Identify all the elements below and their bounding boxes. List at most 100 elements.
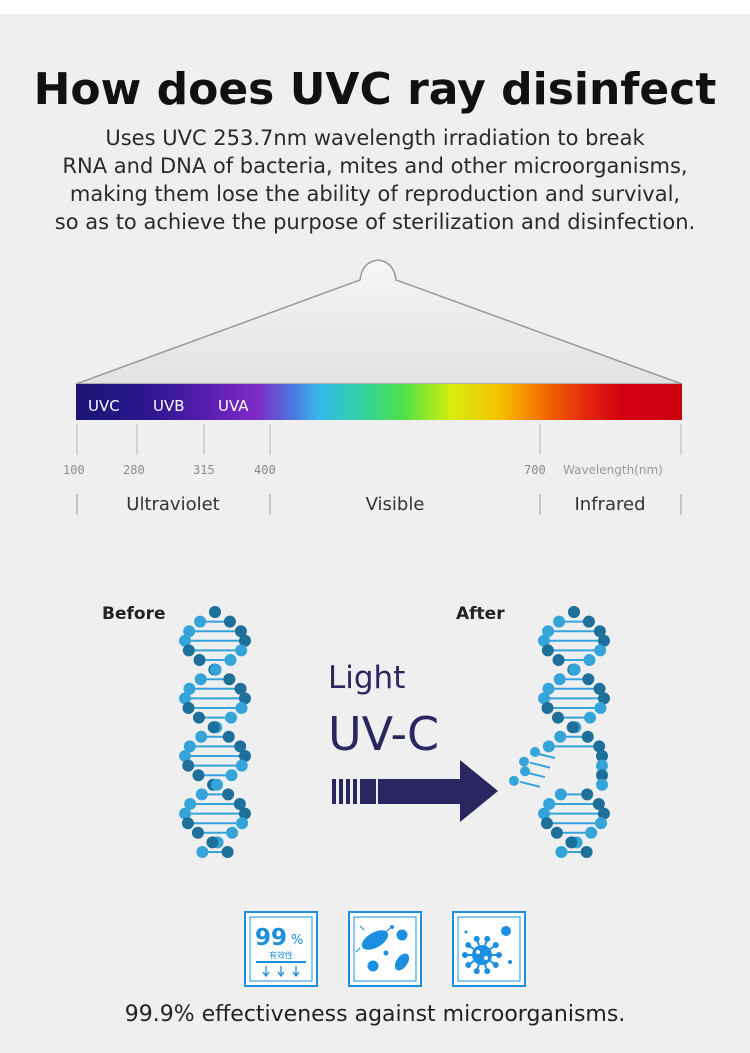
dna-node: [552, 654, 565, 666]
before-label: Before: [102, 604, 165, 624]
dna-node: [594, 644, 607, 657]
bacteria-icon: [348, 911, 422, 987]
dna-node: [225, 769, 238, 782]
dna-node: [593, 740, 606, 753]
region-visible: Visible: [366, 494, 425, 515]
99-percent-effective-icon: 99 % 有效性: [244, 911, 318, 987]
dna-node: [209, 606, 221, 618]
virus-spike-tip: [465, 961, 472, 968]
virus-spike-tip: [484, 968, 491, 975]
dna-node: [597, 634, 610, 647]
dna-node: [234, 682, 247, 695]
dna-node: [585, 826, 598, 839]
dna-node: [238, 634, 251, 647]
top-band: [0, 0, 750, 14]
dna-node: [238, 807, 251, 820]
broken-dna-node: [530, 747, 540, 757]
dna-node: [593, 625, 606, 638]
dna-node: [596, 750, 608, 762]
dna-node: [222, 788, 235, 801]
dna-node: [583, 654, 596, 666]
broken-dna-fragment: [519, 780, 541, 788]
badge-unit: %: [291, 933, 303, 948]
dna-node: [541, 644, 554, 657]
dna-node: [554, 730, 567, 743]
dna-node: [182, 702, 195, 714]
dna-node: [193, 654, 206, 666]
broken-dna-node: [509, 775, 519, 786]
badge-value: 99: [255, 925, 287, 951]
dna-node: [594, 702, 607, 714]
dna-node: [542, 625, 555, 638]
dna-node: [553, 673, 566, 686]
tick-label-400: 400: [254, 463, 276, 477]
dna-node: [593, 682, 606, 695]
dna-node: [540, 817, 553, 830]
uvc-label: UV-C: [328, 707, 439, 761]
dna-node: [580, 846, 593, 858]
dna-node: [553, 615, 566, 628]
light-cone: [75, 259, 683, 385]
dna-node: [209, 663, 222, 676]
dna-node: [183, 682, 196, 695]
dna-node: [538, 634, 551, 647]
dna-node: [179, 634, 192, 647]
dna-node: [223, 673, 236, 686]
dna-node: [207, 721, 220, 734]
band-uvc-label: UVC: [88, 397, 120, 415]
virus-spike-tip: [473, 935, 480, 942]
dna-node: [543, 798, 556, 810]
dna-node: [555, 846, 568, 858]
light-label: Light: [328, 660, 405, 696]
tick-label-700: 700: [524, 463, 546, 477]
virus-spike-tip: [473, 968, 480, 975]
axis-label: Wavelength(nm): [563, 463, 663, 477]
dna-node: [195, 788, 208, 801]
dna-node: [595, 817, 608, 830]
virus-spike-tip: [492, 961, 499, 968]
virus-spike-tip: [484, 935, 491, 942]
virus-spike-tip: [496, 952, 502, 958]
dna-node: [206, 836, 219, 849]
tick-label-100: 100: [63, 463, 85, 477]
virus-spike-tip: [462, 952, 468, 958]
dna-node: [192, 769, 205, 782]
dna-node: [542, 740, 555, 753]
dna-node: [235, 644, 248, 657]
dna-node: [236, 817, 249, 830]
dna-node: [550, 826, 563, 839]
page-title: How does UVC ray disinfect: [33, 64, 717, 115]
band-uva-label: UVA: [218, 397, 249, 415]
description-line-3: making them lose the ability of reproduc…: [69, 182, 681, 206]
effectiveness-caption: 99.9% effectiveness against microorganis…: [124, 1002, 626, 1027]
dna-node: [541, 702, 554, 714]
tick-label-280: 280: [123, 463, 145, 477]
dna-node: [551, 711, 564, 724]
dna-node: [179, 750, 192, 762]
dna-node: [597, 692, 610, 705]
dna-node: [596, 769, 608, 782]
virus-spike-tip: [492, 942, 499, 949]
virus-icon: [452, 911, 526, 987]
dna-node: [565, 836, 578, 849]
description-line-4: so as to achieve the purpose of steriliz…: [54, 210, 696, 234]
dna-node: [223, 615, 236, 628]
dna-node: [196, 846, 209, 858]
region-ultraviolet: Ultraviolet: [126, 494, 219, 515]
band-uvb-label: UVB: [153, 397, 185, 415]
broken-dna-node: [519, 756, 529, 767]
dna-node: [234, 740, 247, 753]
dna-node: [596, 759, 608, 772]
dna-after-helix: [509, 606, 610, 858]
dna-node: [179, 692, 192, 705]
dna-node: [568, 606, 580, 618]
dna-node: [179, 807, 192, 820]
dna-node: [566, 721, 579, 734]
dna-node: [225, 711, 238, 724]
dna-node: [582, 673, 595, 686]
dna-node: [581, 788, 594, 801]
badge-subtext: 有效性: [269, 950, 293, 960]
dna-node: [584, 711, 597, 724]
broken-dna-fragment: [529, 761, 551, 769]
